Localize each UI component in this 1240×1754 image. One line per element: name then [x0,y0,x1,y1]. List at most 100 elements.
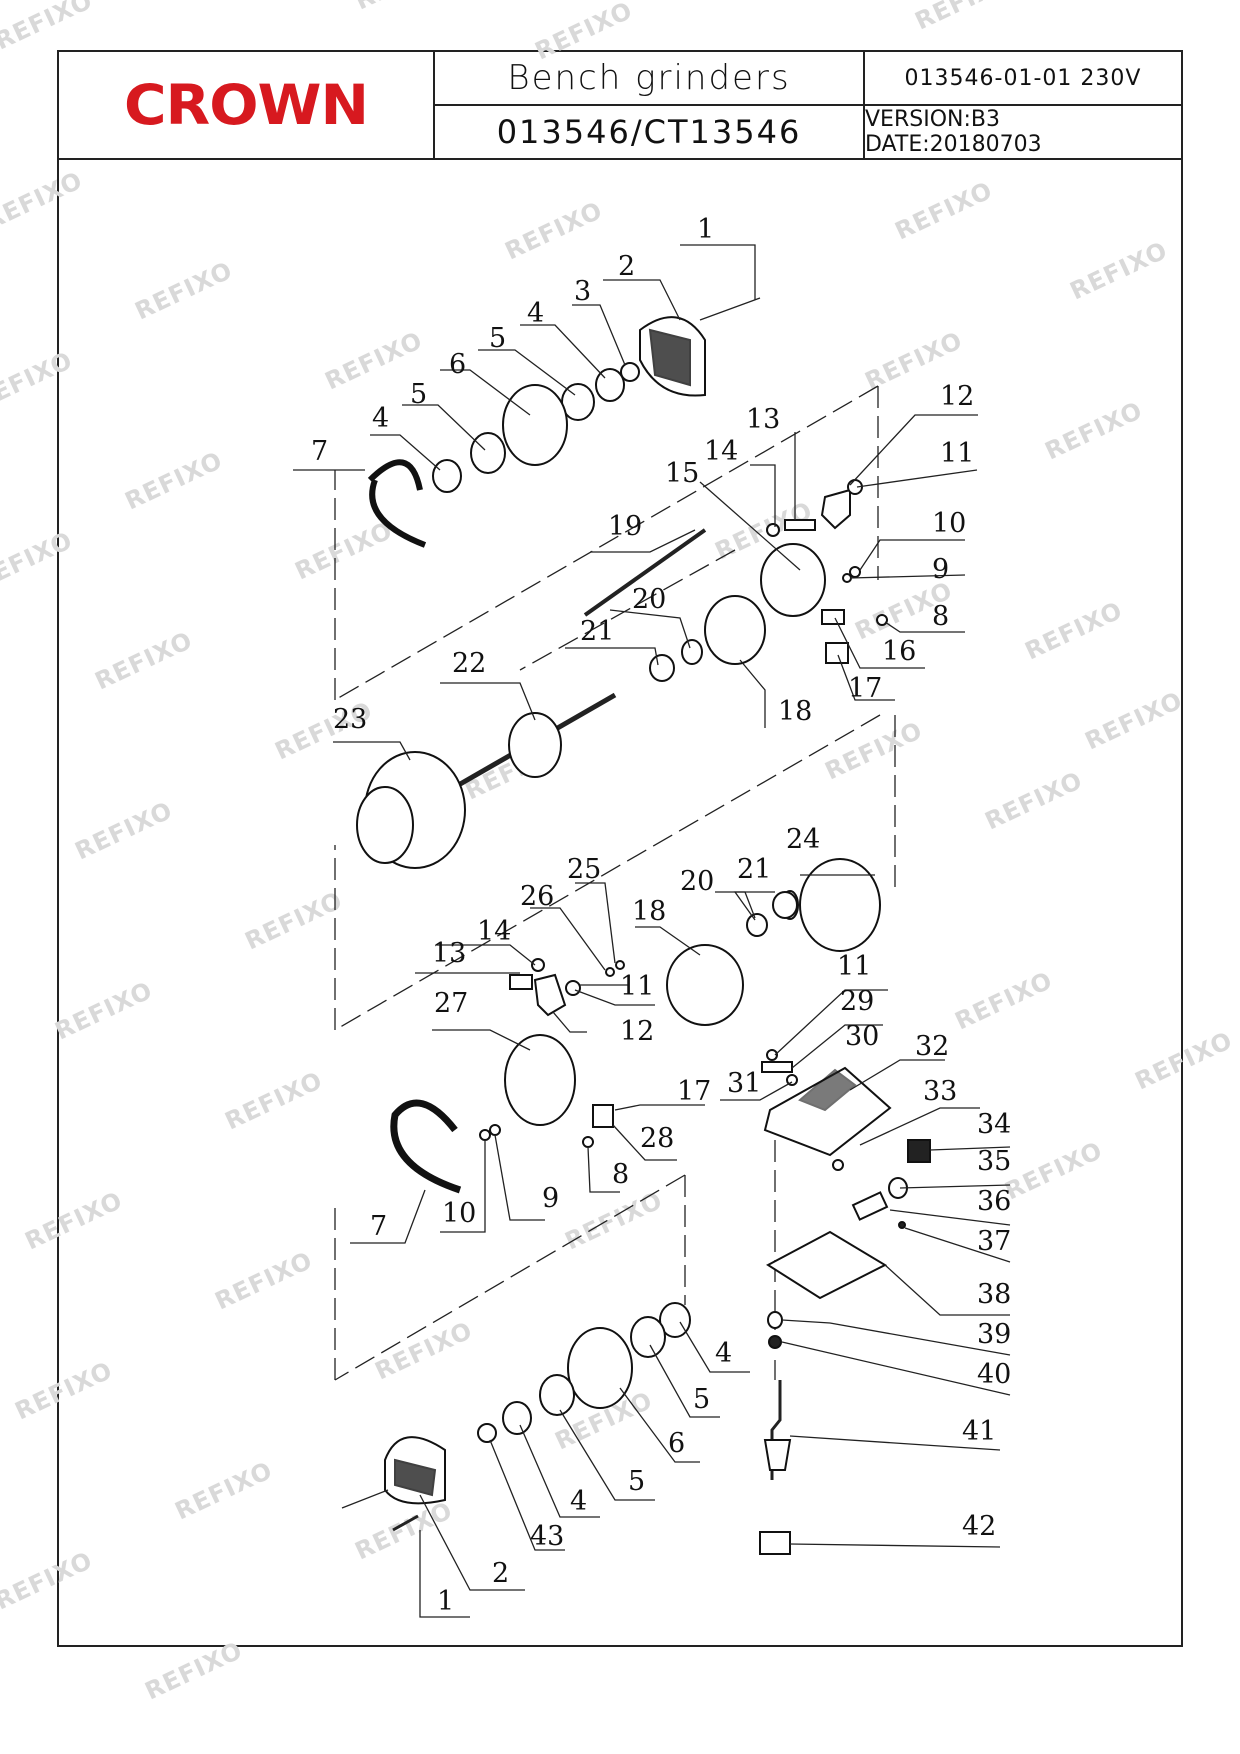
bracket-13b [509,974,533,990]
screw-29 [766,1049,778,1061]
watermark-text: REFIXO [911,0,1017,35]
version-date: VERSION:B3 DATE:20180703 [863,104,1183,160]
part-label-4c: 4 [715,1338,732,1369]
grinding-wheel-bottom [567,1327,633,1409]
part-label-24: 24 [786,824,820,855]
drawing-frame [57,50,1183,1647]
end-shield-right [760,543,826,617]
part-label-18: 18 [778,696,812,727]
part-label-10: 10 [932,508,966,539]
watermark-text: REFIXO [531,0,637,65]
part-label-5: 5 [489,323,506,354]
watermark-text: REFIXO [211,1246,317,1315]
part-label-16: 16 [882,636,916,667]
watermark-text: REFIXO [0,0,97,55]
part-label-18b: 18 [632,896,666,927]
part-label-22: 22 [452,648,486,679]
watermark-text: REFIXO [171,1456,277,1525]
watermark-text: REFIXO [241,886,347,955]
flange-bottom [659,1302,691,1338]
watermark-text: REFIXO [51,976,157,1045]
part-label-8: 8 [932,601,949,632]
foot-39 [767,1311,783,1329]
part-label-43: 43 [530,1521,564,1552]
washer-9b [489,1124,501,1136]
watermark-text: REFIXO [891,176,997,245]
part-label-1: 1 [697,214,714,245]
part-label-4b: 4 [372,403,389,434]
screw-10b [479,1129,491,1141]
part-label-21b: 21 [737,854,771,885]
part-label-29: 29 [840,986,874,1017]
nut-top [620,362,640,382]
brand-logo: CROWN [123,72,369,138]
part-label-12b: 12 [620,1016,654,1047]
watermark-text: REFIXO [221,1066,327,1135]
watermark-text: REFIXO [11,1356,117,1425]
screw-11b [565,980,581,996]
part-label-21: 21 [580,616,614,647]
part-label-38: 38 [977,1279,1011,1310]
watermark-text: REFIXO [131,256,237,325]
part-label-35: 35 [977,1146,1011,1177]
part-label-20b: 20 [680,866,714,897]
part-label-19: 19 [608,511,642,542]
part-label-42: 42 [962,1511,996,1542]
washer-bottom [630,1316,666,1358]
switch-plate-left [533,973,567,1017]
part-label-14b: 14 [477,916,511,947]
switch-plate [820,488,851,530]
nut-14b [531,958,545,972]
part-label-32: 32 [915,1031,949,1062]
part-label-2b: 2 [492,1558,509,1589]
flange-bottom-2 [502,1401,532,1435]
watermark-text: REFIXO [1021,596,1127,665]
part-label-39: 39 [977,1319,1011,1350]
watermark-text: REFIXO [0,526,77,595]
screw-31 [786,1074,798,1086]
watermark-text: REFIXO [0,346,77,415]
part-label-5c: 5 [693,1384,710,1415]
nut-14 [766,523,780,537]
watermark-text: REFIXO [1131,1026,1237,1095]
nut-26 [605,967,615,977]
watermark-text: REFIXO [91,626,197,695]
screw-40 [768,1335,782,1349]
part-label-25: 25 [567,854,601,885]
screw-1b [392,1514,419,1532]
flange-top [595,368,625,402]
watermark-text: REFIXO [291,516,397,585]
part-label-1b: 1 [437,1586,454,1617]
watermark-text: REFIXO [951,966,1057,1035]
part-label-11b: 11 [837,951,871,982]
watermark-text: REFIXO [71,796,177,865]
bearing-left [772,891,798,919]
nut-8b [582,1136,594,1148]
part-label-4d: 4 [570,1486,587,1517]
watermark-text: REFIXO [351,1496,457,1565]
part-label-41: 41 [962,1416,996,1447]
eye-shield-band-bottom [390,1099,462,1194]
parts [341,297,931,1555]
part-label-10b: 10 [442,1198,476,1229]
part-label-5b: 5 [410,379,427,410]
assembly-lines [334,385,896,1381]
screw-37 [898,1221,906,1229]
watermark-text: REFIXO [1001,1136,1107,1205]
rating-label [759,1531,791,1555]
part-label-13b: 13 [432,938,466,969]
terminal-30 [761,1061,793,1073]
nut-25 [615,960,625,970]
screw-10 [849,566,861,578]
nut-8 [876,614,888,626]
leader-lines [293,244,1011,1618]
part-label-27: 27 [434,988,468,1019]
part-label-40: 40 [977,1359,1011,1390]
title-block: CROWN Bench grinders 013546/CT13546 0135… [57,50,1183,160]
part-label-5d: 5 [628,1466,645,1497]
part-label-11: 11 [940,438,974,469]
nut-43 [477,1423,497,1443]
screw-33 [832,1159,844,1171]
clip-28 [592,1104,614,1128]
